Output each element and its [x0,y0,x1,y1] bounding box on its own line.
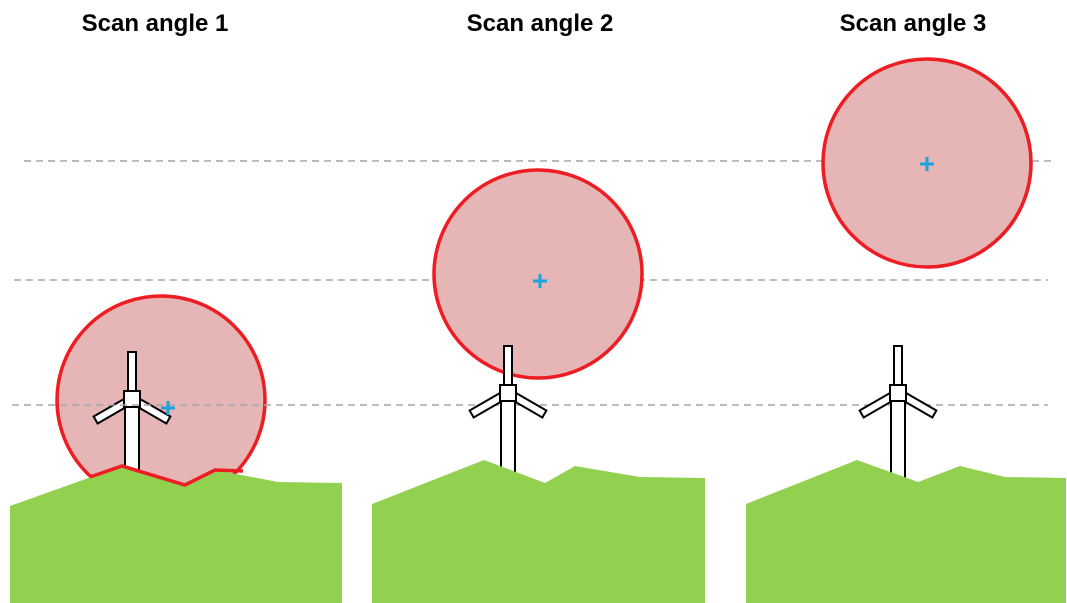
center-marker-3 [920,157,934,171]
beam-clipped-edge-1 [89,464,244,487]
ground-terrain-2 [372,460,705,603]
panel-scan-angle-3 [746,57,1066,603]
panel-title-scan-angle-3: Scan angle 3 [839,10,987,37]
ground-terrain-1 [10,466,342,603]
beam-footprint-2 [432,168,644,380]
panel-scan-angle-2 [372,168,705,603]
center-marker-2 [533,274,547,288]
center-marker-1 [161,401,175,415]
panel-title-scan-angle-2: Scan angle 2 [466,10,614,37]
panel-title-scan-angle-1: Scan angle 1 [81,10,229,37]
ground-terrain-3 [746,460,1066,603]
beam-footprint-1 [55,294,267,506]
